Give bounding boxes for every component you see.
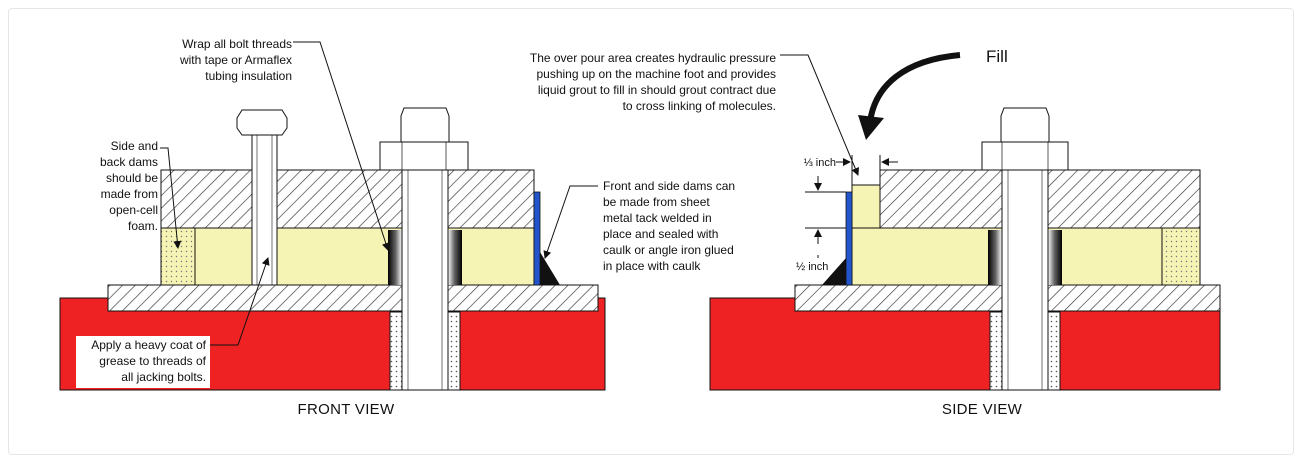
grease-line: all jacking bolts. — [121, 370, 206, 384]
wrap-threads-line: with tape or Armaflex — [179, 53, 292, 67]
front-dams-line: caulk or angle iron glued — [603, 243, 734, 257]
front-concrete-right — [459, 297, 606, 391]
side-sole-plate-right — [1047, 284, 1221, 312]
side-leaders — [780, 54, 898, 258]
fill-arrow — [867, 52, 961, 123]
wrap-threads-line: Wrap all bolt threads — [182, 37, 292, 51]
front-sole-plate-left — [107, 284, 403, 312]
front-grout-left — [160, 227, 403, 286]
side-bolt-ring-right — [1048, 230, 1062, 285]
side-dams-line: back dams — [100, 155, 158, 169]
front-leaders — [160, 41, 598, 346]
front-anchor-sleeve-left — [389, 311, 403, 391]
grease-note-bg — [76, 336, 210, 388]
grease-note: Apply a heavy coat of grease to threads … — [76, 336, 210, 388]
front-dams-line: in place with caulk — [603, 259, 701, 273]
side-machine-foot-left — [879, 169, 1003, 229]
figure-frame — [8, 8, 1294, 455]
front-dams-line: place and sealed with — [603, 227, 718, 241]
front-sheet-metal-dam — [533, 191, 541, 286]
front-grout-right — [447, 227, 535, 286]
grease-line: Apply a heavy coat of — [91, 338, 206, 352]
side-dams-leader — [160, 147, 182, 249]
side-view-title: SIDE VIEW — [942, 401, 1023, 418]
side-anchor-sleeve-right — [1047, 311, 1061, 391]
front-caulk-bead — [540, 252, 560, 285]
jacking-bolt-shank — [251, 134, 278, 286]
front-dams-line: metal tack welded in — [603, 211, 712, 225]
side-caulk-bead — [822, 258, 846, 285]
side-anchor-nut — [981, 141, 1069, 171]
jacking-bolt-head — [236, 109, 288, 136]
front-dams-line: Front and side dams can — [603, 179, 735, 193]
side-foam-dam — [1161, 227, 1201, 286]
wrap-threads-leader — [293, 41, 390, 251]
side-sole-plate-left — [794, 284, 1003, 312]
over-pour-line: liquid grout to fill in should grout con… — [538, 83, 776, 97]
front-sole-plate-right — [447, 284, 599, 312]
fill-arrow-head — [858, 115, 884, 140]
side-dams-line: Side and — [111, 139, 158, 153]
front-bolt-ring-right — [448, 230, 462, 285]
dim-third-inch-label: ⅓ inch — [804, 157, 836, 169]
front-machine-foot-right — [447, 169, 535, 229]
front-anchor-sleeve-right — [447, 311, 461, 391]
side-dams-line: should be — [106, 171, 158, 185]
side-concrete-left — [709, 297, 991, 391]
wrap-threads-note: Wrap all bolt threads with tape or Armaf… — [179, 37, 292, 83]
side-bolt-ring-left — [988, 230, 1002, 285]
side-view — [709, 107, 1221, 391]
front-side-dams-note: Front and side dams can be made from she… — [603, 179, 735, 273]
side-sheet-metal-dam — [845, 191, 853, 286]
side-anchor-bolt-top — [1000, 107, 1050, 143]
side-back-dams-note: Side and back dams should be made from o… — [100, 139, 158, 233]
dim-half-inch-label: ½ inch — [796, 261, 828, 273]
over-pour-line: pushing up on the machine foot and provi… — [536, 67, 776, 81]
side-anchor-sleeve-left — [989, 311, 1003, 391]
front-bolt-ring-left — [388, 230, 402, 285]
front-machine-foot-left — [160, 169, 403, 229]
side-machine-foot-right — [1047, 169, 1201, 229]
side-grout-left — [851, 227, 1003, 286]
over-pour-line: to cross linking of molecules. — [623, 99, 776, 113]
side-concrete-right — [1059, 297, 1221, 391]
front-anchor-nut — [379, 141, 469, 171]
wrap-threads-line: tubing insulation — [205, 69, 292, 83]
side-overpour — [851, 184, 881, 229]
front-dams-line: be made from sheet — [603, 195, 710, 209]
front-foam-dam — [160, 227, 196, 286]
grease-leader — [208, 257, 270, 346]
front-anchor-bolt-top — [400, 107, 450, 143]
fill-label: Fill — [986, 47, 1008, 66]
front-dams-leader — [543, 185, 598, 259]
side-dams-line: made from — [101, 187, 158, 201]
front-view-title: FRONT VIEW — [298, 401, 395, 418]
over-pour-note: The over pour area creates hydraulic pre… — [530, 51, 776, 113]
grease-line: grease to threads of — [99, 354, 206, 368]
side-dams-line: foam. — [128, 219, 158, 233]
side-dams-line: open-cell — [109, 203, 158, 217]
over-pour-leader — [780, 54, 859, 176]
over-pour-line: The over pour area creates hydraulic pre… — [530, 51, 776, 65]
